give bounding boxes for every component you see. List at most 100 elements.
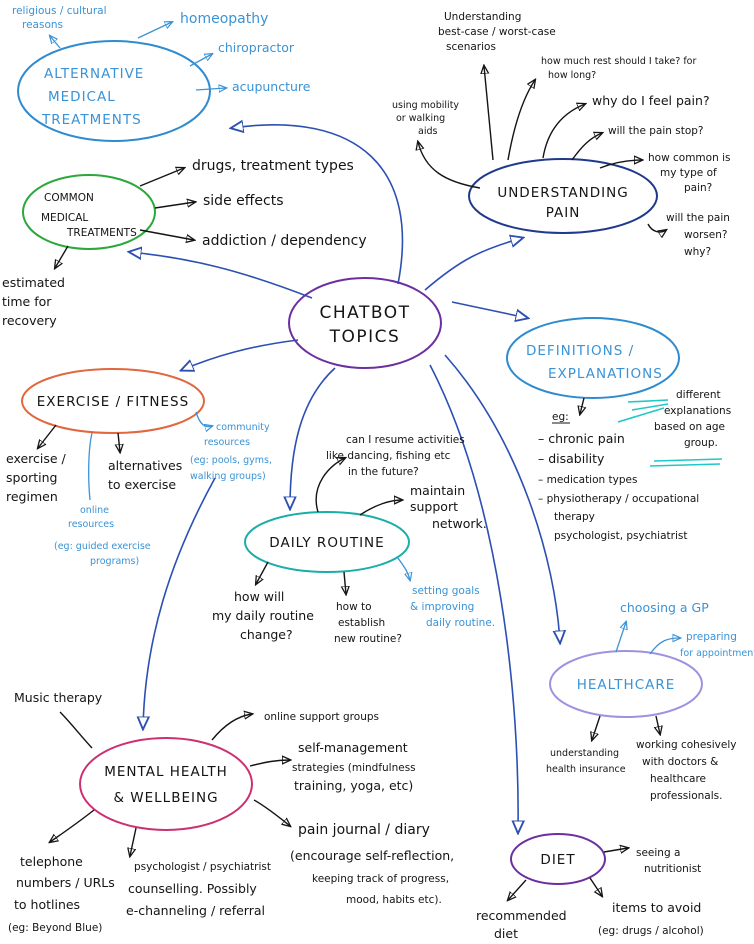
definitions-psych: psychologist, psychiatrist — [554, 530, 687, 542]
pain-mobility-2: or walking — [396, 113, 445, 124]
common-line-3: TREATMENTS — [66, 227, 137, 239]
daily-resume-2: like dancing, fishing etc — [326, 450, 451, 462]
exercise-label: EXERCISE / FITNESS — [37, 394, 189, 410]
alt-line-1: ALTERNATIVE — [44, 66, 144, 82]
common-drugs: drugs, treatment types — [192, 158, 354, 174]
understanding-pain-node[interactable]: UNDERSTANDING PAIN — [468, 158, 658, 234]
definitions-item-2: – disability — [538, 451, 605, 466]
mental-journal-4: mood, habits etc). — [346, 894, 442, 906]
exercise-regimen-2: sporting — [6, 470, 57, 485]
mental-music: Music therapy — [14, 690, 103, 705]
central-line-2: TOPICS — [329, 327, 401, 347]
alt-religious-1: religious / cultural — [12, 5, 107, 17]
daily-establish-3: new routine? — [334, 633, 402, 645]
common-line-2: MEDICAL — [41, 212, 88, 224]
daily-children: can I resume activities like dancing, fi… — [212, 434, 495, 645]
diet-recommended-2: diet — [494, 926, 518, 941]
mental-line-2: & WELLBEING — [113, 790, 218, 806]
definitions-different-3: based on age — [654, 421, 725, 433]
healthcare-insurance-1: understanding — [550, 748, 619, 759]
pain-mobility-3: aids — [418, 126, 437, 137]
healthcare-cohesive-1: working cohesively — [636, 739, 737, 751]
mental-journal-3: keeping track of progress, — [312, 873, 449, 885]
healthcare-children: choosing a GP preparing for appointment … — [546, 600, 754, 802]
daily-goals-1: setting goals — [412, 585, 480, 597]
exercise-community-2: resources — [204, 437, 250, 448]
exercise-online-1: online — [80, 505, 109, 516]
pain-rest-2: how long? — [548, 70, 596, 81]
pain-best-worst-1: Understanding — [444, 11, 521, 23]
alt-line-3: TREATMENTS — [41, 112, 142, 128]
mental-self-mgmt-1: self-management — [298, 740, 408, 755]
exercise-community-3: (eg: pools, gyms, — [190, 455, 272, 466]
central-line-1: CHATBOT — [320, 303, 411, 323]
alt-acupuncture: acupuncture — [232, 79, 311, 94]
definitions-node[interactable]: DEFINITIONS / EXPLANATIONS — [506, 317, 680, 399]
daily-change-3: change? — [240, 627, 293, 642]
exercise-alternatives-1: alternatives — [108, 458, 182, 473]
common-children: drugs, treatment types side effects addi… — [2, 158, 367, 328]
alternative-treatments-node[interactable]: ALTERNATIVE MEDICAL TREATMENTS — [17, 40, 211, 142]
definitions-item-3: – medication types — [538, 474, 637, 486]
mental-self-mgmt-3: training, yoga, etc) — [294, 778, 413, 793]
diet-label: DIET — [540, 852, 575, 868]
central-topic[interactable]: CHATBOT TOPICS — [288, 277, 442, 369]
common-side-effects: side effects — [203, 193, 284, 209]
diet-nutritionist-2: nutritionist — [644, 863, 701, 875]
diet-recommended-1: recommended — [476, 908, 567, 923]
mental-children: Music therapy online support groups self… — [8, 690, 454, 934]
mental-journal-2: (encourage self-reflection, — [290, 848, 454, 863]
exercise-regimen-3: regimen — [6, 489, 58, 504]
daily-resume-3: in the future? — [348, 466, 419, 478]
pain-best-worst-3: scenarios — [446, 41, 496, 53]
mental-hotlines-1: telephone — [20, 854, 83, 869]
exercise-community-4: walking groups) — [190, 471, 266, 482]
pain-how-common-2: my type of — [660, 167, 717, 179]
diet-nutritionist-1: seeing a — [636, 847, 680, 859]
mental-online-groups: online support groups — [264, 711, 379, 723]
exercise-online-3: (eg: guided exercise — [54, 541, 151, 552]
common-recovery-1: estimated — [2, 275, 65, 290]
exercise-alternatives-2: to exercise — [108, 477, 176, 492]
mental-line-1: MENTAL HEALTH — [104, 764, 228, 780]
mental-hotlines-2: numbers / URLs — [16, 875, 115, 890]
healthcare-cohesive-3: healthcare — [650, 773, 706, 785]
daily-change-2: my daily routine — [212, 608, 314, 623]
pain-stop: will the pain stop? — [608, 125, 704, 137]
alt-chiropractor: chiropractor — [218, 40, 295, 55]
daily-resume-1: can I resume activities — [346, 434, 465, 446]
diet-node[interactable]: DIET — [510, 833, 606, 885]
mental-hotlines-3: to hotlines — [14, 897, 80, 912]
exercise-children: exercise / sporting regimen alternatives… — [6, 411, 272, 567]
healthcare-node[interactable]: HEALTHCARE — [549, 650, 703, 718]
exercise-node[interactable]: EXERCISE / FITNESS — [21, 368, 205, 434]
healthcare-gp: choosing a GP — [620, 600, 709, 615]
pain-how-common-3: pain? — [684, 182, 712, 194]
healthcare-cohesive-2: with doctors & — [642, 756, 718, 768]
diet-children: seeing a nutritionist recommended diet i… — [476, 847, 704, 941]
daily-goals-3: daily routine. — [426, 617, 495, 629]
definitions-eg: eg: — [552, 411, 569, 423]
definitions-line-1: DEFINITIONS / — [526, 343, 634, 359]
alt-line-2: MEDICAL — [48, 89, 116, 105]
definitions-therapy: therapy — [554, 511, 595, 523]
common-recovery-2: time for — [2, 294, 52, 309]
pain-line-2: PAIN — [546, 205, 581, 221]
daily-label: DAILY ROUTINE — [269, 535, 384, 551]
daily-routine-node[interactable]: DAILY ROUTINE — [244, 511, 410, 573]
daily-establish-1: how to — [336, 601, 372, 613]
healthcare-insurance-2: health insurance — [546, 764, 626, 775]
diet-avoid-1: items to avoid — [612, 900, 701, 915]
exercise-regimen-1: exercise / — [6, 451, 67, 466]
mental-self-mgmt-2: strategies (mindfulness — [292, 762, 416, 774]
common-treatments-node[interactable]: COMMON MEDICAL TREATMENTS — [22, 174, 156, 250]
mental-health-node[interactable]: MENTAL HEALTH & WELLBEING — [79, 737, 253, 831]
pain-why: why do I feel pain? — [592, 93, 710, 108]
daily-change-1: how will — [234, 589, 284, 604]
pain-worsen-2: worsen? — [684, 229, 728, 241]
common-line-1: COMMON — [44, 192, 94, 204]
daily-support-2: support — [410, 499, 458, 514]
pain-worsen-1: will the pain — [666, 212, 730, 224]
daily-establish-2: establish — [338, 617, 385, 629]
definitions-item-1: – chronic pain — [538, 431, 625, 446]
